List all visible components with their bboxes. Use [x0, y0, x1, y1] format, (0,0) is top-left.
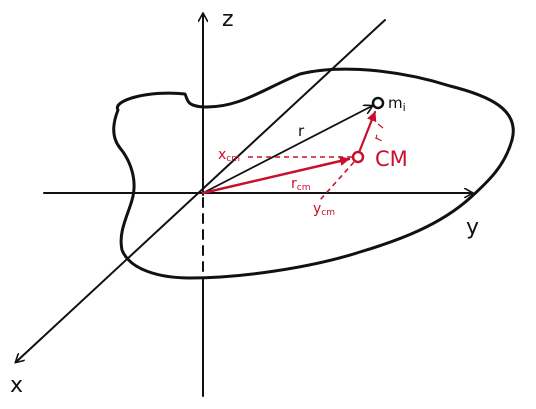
x-cm-label-main: x [218, 147, 226, 163]
particle-mi [371, 96, 385, 110]
cm-point [351, 150, 365, 164]
body-outline [112, 67, 515, 280]
axis-x-label: x [10, 373, 23, 398]
particle-label-m: m [388, 94, 403, 112]
y-cm-label-sub: cm [321, 208, 335, 218]
vector-r-label: r [298, 122, 305, 140]
r-prime-label: r [371, 132, 387, 144]
r-cm-label-main: r [291, 176, 297, 192]
y-cm-label-main: y [313, 201, 321, 217]
vector-r-prime [356, 110, 377, 157]
particle-label-sub: i [403, 101, 406, 114]
r-prime-bar [377, 123, 384, 129]
axis-y-label: y [466, 215, 479, 240]
r-cm-label-sub: cm [297, 183, 311, 193]
axis-z-label: z [222, 7, 234, 32]
x-axis-line [16, 19, 386, 362]
y-cm-label: ycm [313, 201, 335, 218]
vector-r [202, 106, 372, 194]
y-cm-projection [319, 161, 355, 201]
cm-label: CM [375, 147, 408, 171]
r-cm-label: rcm [291, 176, 310, 193]
particle-label: mi [388, 94, 406, 114]
vector-r-cm [201, 156, 351, 195]
x-cm-label: xcm [218, 147, 240, 164]
x-cm-label-sub: cm [226, 154, 240, 164]
